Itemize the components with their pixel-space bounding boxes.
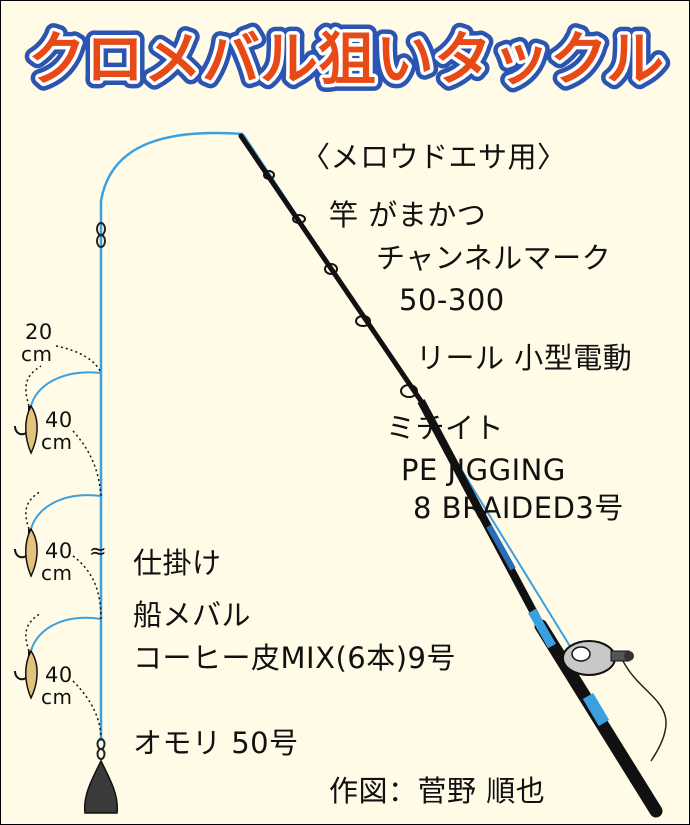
sinker-label: オモリ 50号 — [133, 726, 299, 760]
title-banner: クロメバル狙いタックル クロメバル狙いタックル クロメバル狙いタックル — [13, 15, 679, 101]
measure-2-value: 40 — [45, 539, 73, 563]
measure-2-approx: ≈ — [89, 539, 108, 563]
hook-with-bait-icon — [14, 649, 38, 700]
credit: 作図：菅野 順也 — [329, 774, 546, 808]
reel-icon — [562, 640, 667, 762]
hook-with-bait-icon — [14, 527, 38, 578]
measurement-arcs — [25, 345, 102, 740]
fishing-rod — [238, 133, 663, 818]
measure-top-value: 20 — [25, 320, 53, 344]
rod-spec: 50-300 — [399, 283, 505, 317]
measure-2-unit: cm — [41, 561, 73, 585]
subtitle: 〈メロウドエサ用〉 — [301, 140, 567, 174]
line-name: PE JIGGING — [401, 453, 566, 487]
page-title: クロメバル狙いタックル — [28, 25, 664, 93]
shikake-label: 仕掛け — [133, 546, 222, 580]
title-graphic: クロメバル狙いタックル クロメバル狙いタックル クロメバル狙いタックル — [20, 17, 672, 101]
main-line — [99, 131, 244, 741]
measure-1-unit: cm — [41, 430, 73, 454]
measure-1-value: 40 — [45, 408, 73, 432]
rod-name: チャンネルマーク — [376, 241, 612, 275]
rig-branches — [30, 371, 102, 652]
hook-label: 船メバル — [133, 598, 252, 632]
rod-guides — [263, 170, 418, 398]
line-spec: 8 BRAIDED3号 — [413, 491, 624, 525]
sinker-icon — [83, 759, 119, 814]
sinker-swivel-icon — [96, 738, 106, 760]
reel-label: リール 小型電動 — [416, 341, 633, 375]
line-label: ミチイト — [386, 411, 505, 445]
hook-with-bait-icon — [14, 404, 38, 455]
title-outline: クロメバル狙いタックル — [28, 25, 664, 93]
rod-label: 竿 がまかつ — [329, 198, 487, 232]
measure-top-unit: cm — [21, 342, 53, 366]
hook-detail: コーヒー皮MIX(6本)9号 — [133, 641, 456, 675]
measure-3-unit: cm — [41, 685, 73, 709]
measure-3-value: 40 — [45, 663, 73, 687]
swivel-icon — [96, 222, 106, 248]
title-outline-white: クロメバル狙いタックル — [28, 25, 664, 93]
